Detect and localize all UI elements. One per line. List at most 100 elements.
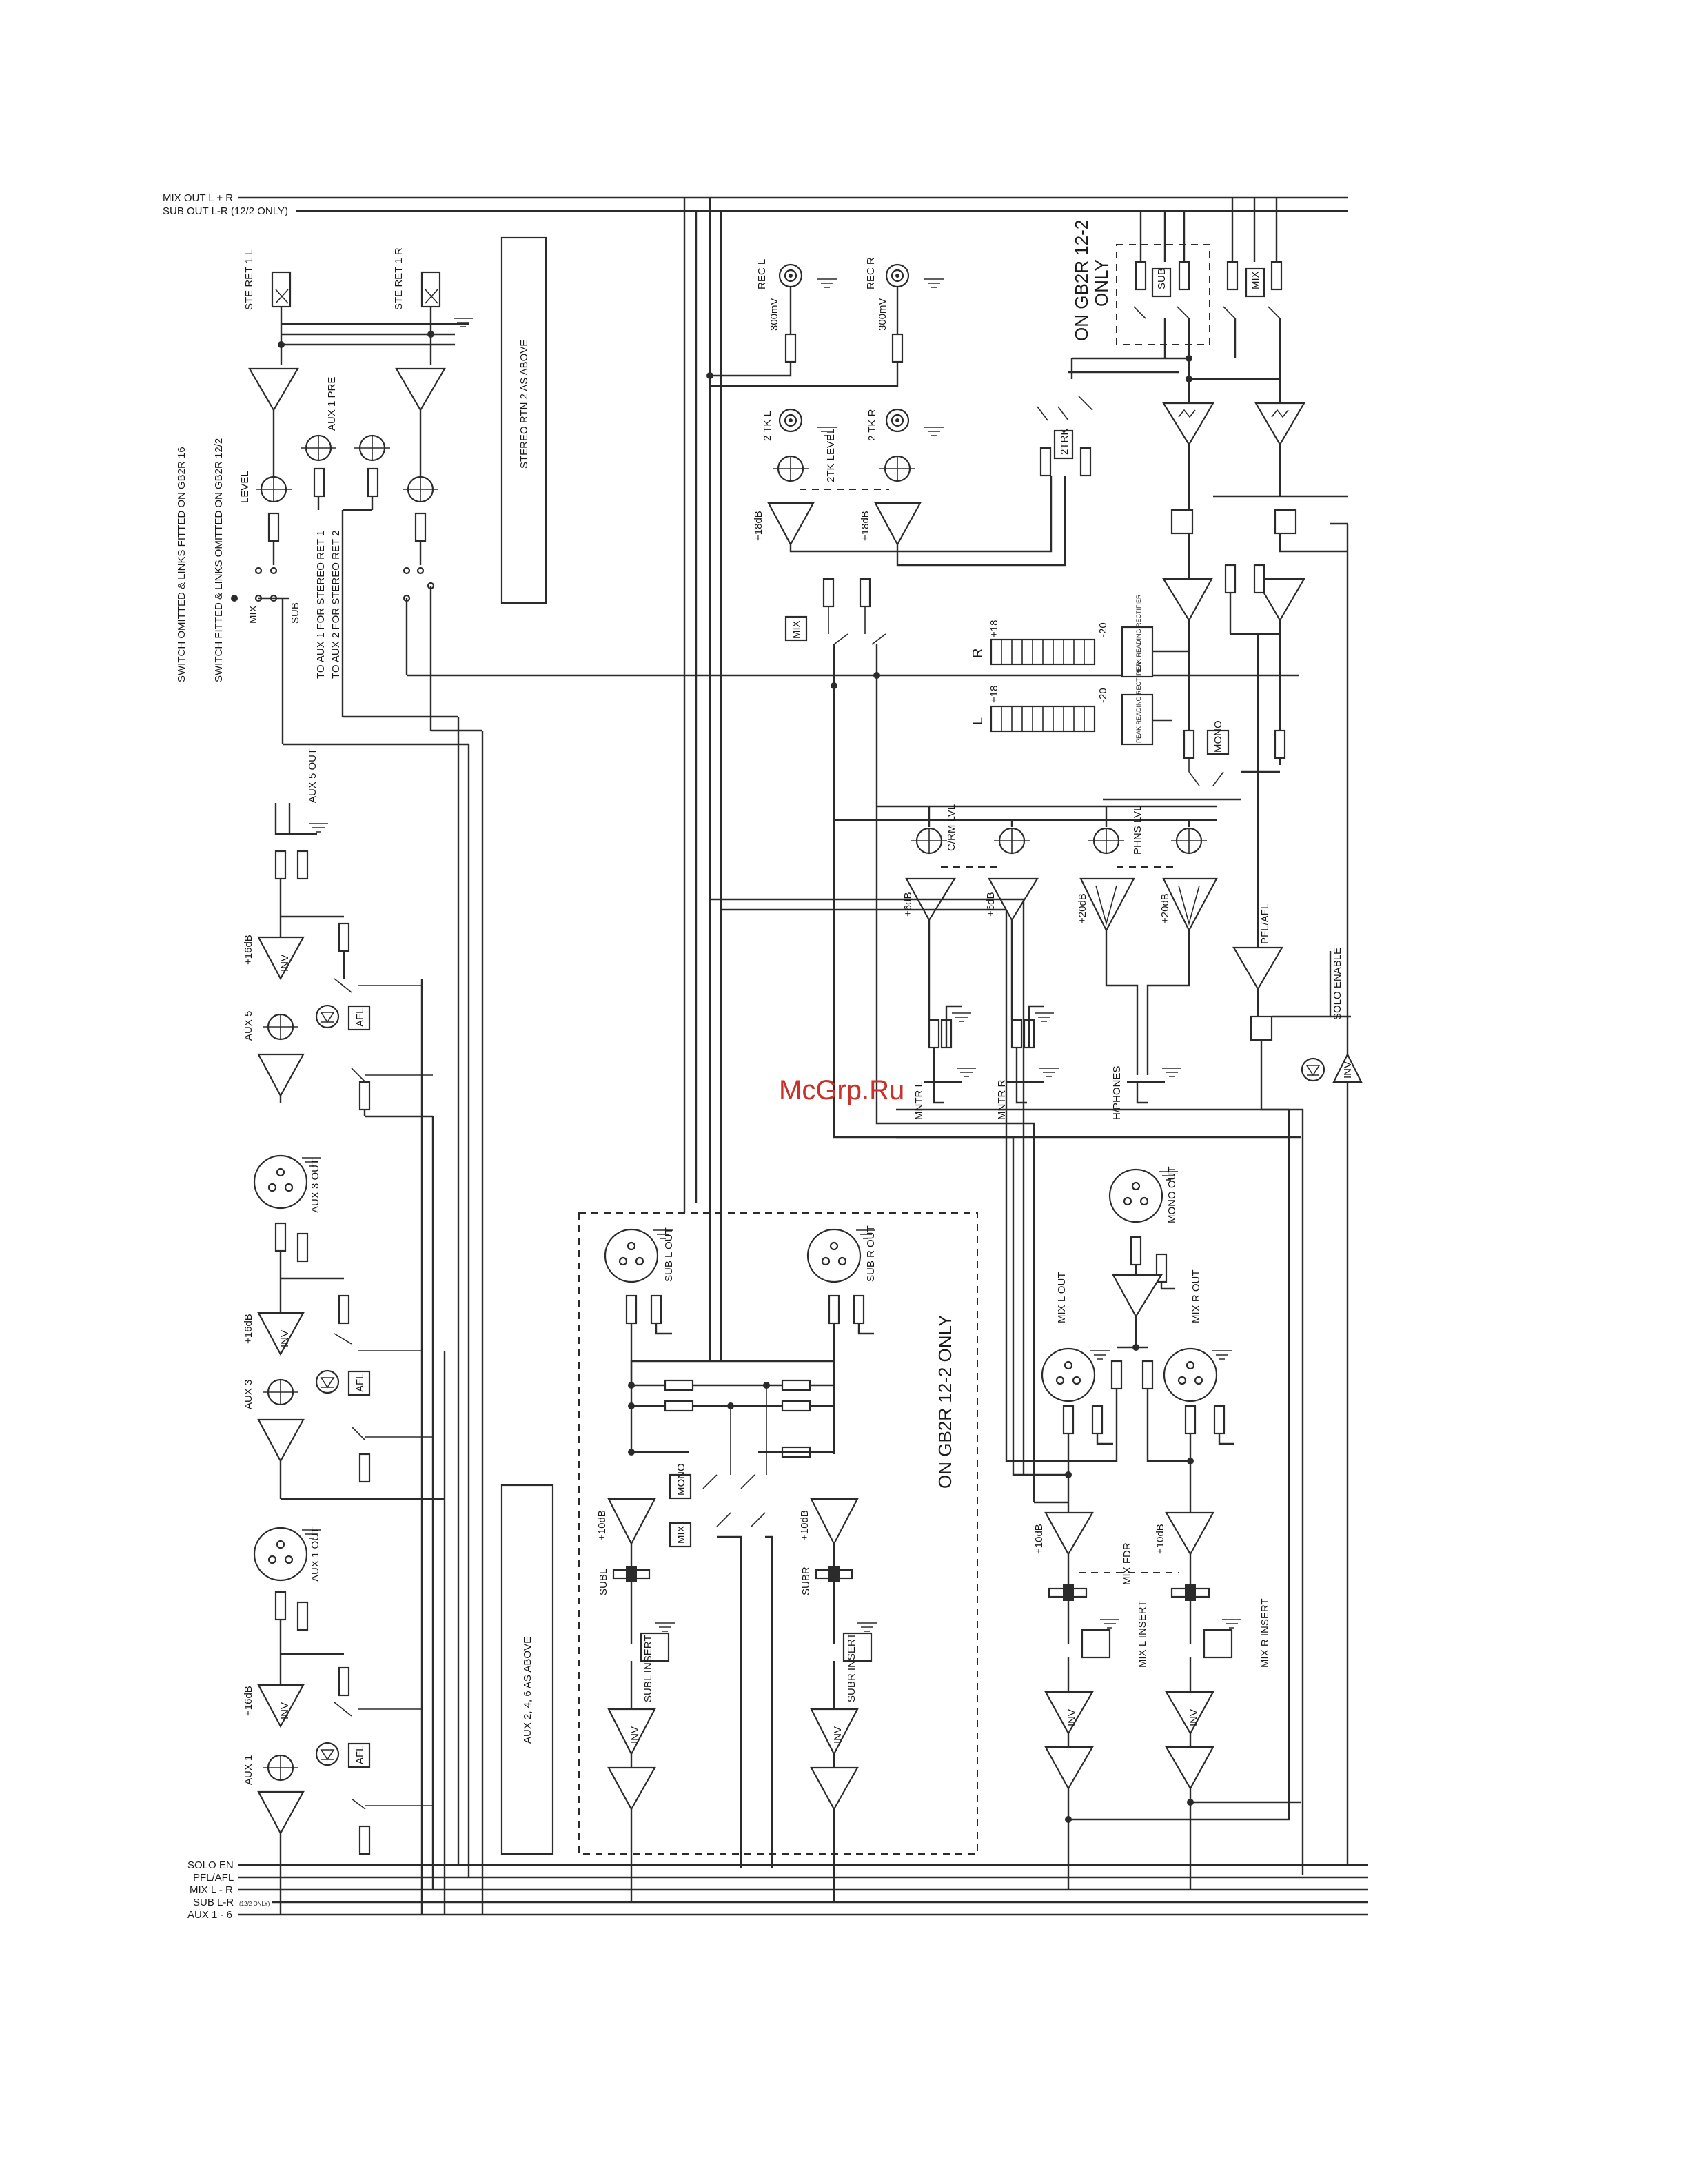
sub-mix-button[interactable]: [669, 1522, 692, 1548]
aux5-gain-label: +16dB: [243, 935, 254, 965]
mix-out-bus-label: MIX OUT L + R: [163, 192, 233, 204]
pfl-afl-amp: [1232, 946, 1283, 991]
crm-lvl-pot-r-icon[interactable]: [993, 827, 1031, 855]
top-right-labels: ON GB2R 12-2 ONLY SUB MIX: [1071, 220, 1261, 341]
subl-label: SUBL: [598, 1569, 609, 1595]
inv-amp-aux1: [257, 1684, 305, 1728]
ground-icon: [308, 823, 329, 833]
meter-l-top-label: +18: [988, 686, 1000, 703]
ground-icon: [453, 318, 474, 327]
monitor-section: [710, 522, 1363, 1875]
sub-lr-bus-label: SUB L-R: [193, 1897, 234, 1908]
subl-inv-label: INV: [629, 1726, 641, 1744]
sub-switch-label: SUB: [1156, 268, 1168, 289]
inv-amp-aux5: [257, 936, 305, 981]
mix-r-out-label: MIX R OUT: [1190, 1270, 1202, 1324]
mix-r-insert-label: MIX R INSERT: [1259, 1598, 1271, 1668]
mono-out-label: MONO OUT: [1166, 1167, 1178, 1224]
sub-l-gain-label: +10dB: [596, 1510, 608, 1540]
subr-insert-label: SUBR INSERT: [846, 1633, 857, 1702]
stereo-return-labels: STE RET 1 L STE RET 1 R AUX 1 PRE LEVEL …: [176, 247, 530, 682]
2trk-label: 2TRK: [1059, 429, 1070, 455]
mntr-r-label: MNTR R: [996, 1080, 1008, 1120]
subr-inv-amp: [810, 1708, 859, 1756]
sub-mono-button[interactable]: [669, 1473, 692, 1500]
aux3-gain-label: +16dB: [243, 1314, 254, 1344]
mono-button[interactable]: [1206, 729, 1230, 755]
mix-r-amp: [1165, 1511, 1214, 1556]
sub-button[interactable]: [1151, 267, 1172, 298]
phones-amp-r: [1162, 877, 1218, 932]
2tk-level-pot-icon[interactable]: [771, 455, 810, 482]
solo-led-icon: [1301, 1057, 1325, 1082]
sub-mono-label: MONO: [675, 1463, 687, 1496]
mix-section: [1005, 910, 1301, 1890]
ground-icon: [857, 1622, 877, 1632]
meter-r-bottom-label: -20: [1097, 622, 1109, 637]
aux3-inv-label: INV: [279, 1330, 291, 1347]
2trk-button[interactable]: [1053, 429, 1074, 460]
hphones-label: H/PHONES: [1111, 1066, 1123, 1120]
phns-lvl-pot-r-icon[interactable]: [1170, 827, 1208, 855]
aux3-out-xlr-icon: [253, 1154, 308, 1210]
aux1-pre-pot-icon[interactable]: [299, 434, 338, 462]
mntr-l-label: MNTR L: [913, 1081, 925, 1120]
rec-r-label: REC R: [865, 257, 877, 289]
pfl-afl-label: PFL/AFL: [1259, 904, 1271, 944]
rec-l-label: REC L: [756, 259, 768, 289]
aux3-pot-icon[interactable]: [261, 1378, 300, 1406]
aux3-label: AUX 3: [243, 1380, 254, 1409]
sub-lr-note-label: (12/2 ONLY): [239, 1901, 270, 1907]
buffer-amp-r: [395, 367, 446, 412]
2tk-level-pot-r-icon[interactable]: [878, 455, 917, 482]
sub-mix-label: MIX: [675, 1525, 687, 1544]
afl-button-aux3[interactable]: [347, 1370, 371, 1396]
ste-ret1-r-label: STE RET 1 R: [393, 247, 405, 310]
ground-icon: [1090, 1350, 1110, 1360]
ground-icon: [1221, 1619, 1242, 1629]
level-pot-icon[interactable]: [254, 476, 293, 503]
phns-lvl-pot-icon[interactable]: [1087, 827, 1126, 855]
gb2r-only-title-2: ONLY: [1091, 259, 1112, 307]
meter-section: [990, 564, 1305, 801]
aux1-afl-label: AFL: [354, 1745, 366, 1764]
level-pot-r-icon[interactable]: [401, 476, 440, 503]
sub-out-bus-label: SUB OUT L-R (12/2 ONLY): [163, 205, 288, 217]
solo-relay: [1250, 1015, 1273, 1041]
solo-enable-label: SOLO ENABLE: [1332, 948, 1343, 1020]
rec-mix-button[interactable]: [784, 615, 808, 642]
mix-button-top[interactable]: [1245, 267, 1265, 298]
inv-amp-aux3: [257, 1312, 305, 1356]
switch-omitted-note: SWITCH OMITTED & LINKS FITTED ON GB2R 16: [176, 447, 187, 682]
crm-lvl-pot-icon[interactable]: [910, 827, 948, 855]
mix-l-inv-label: INV: [1066, 1709, 1078, 1726]
aux-bus-label: AUX 1 - 6: [187, 1909, 232, 1921]
2tk-amp-r: [874, 502, 922, 547]
aux3-channel: [253, 1154, 445, 1500]
subl-insert-jack: [640, 1632, 670, 1662]
mix-lr-bus-label: MIX L - R: [190, 1884, 233, 1896]
meter-r-label: R: [970, 649, 986, 658]
afl-button-aux1[interactable]: [347, 1742, 371, 1768]
sub-r-amp: [810, 1498, 859, 1546]
aux1-gain-label: +16dB: [243, 1686, 254, 1716]
mix-r-inv-amp: [1165, 1691, 1214, 1735]
ground-icon: [1099, 1619, 1120, 1629]
ground-icon: [951, 1012, 972, 1022]
afl-button-aux5[interactable]: [347, 1005, 371, 1031]
aux5-out-label: AUX 5 OUT: [307, 748, 318, 803]
solo-en-bus-label: SOLO EN: [187, 1859, 234, 1871]
aux1-inv-label: INV: [279, 1702, 291, 1719]
aux3-labels: AUX 3 OUT +16dB INV AUX 3 AFL: [243, 1159, 366, 1409]
mix-l-out-xlr-icon: [1041, 1347, 1096, 1402]
aux1-pre-pot-r-icon[interactable]: [353, 434, 392, 462]
top-right-switch-section: [1070, 198, 1348, 579]
aux5-label: AUX 5: [243, 1011, 254, 1041]
aux1-pot-icon[interactable]: [261, 1754, 300, 1782]
afl-led-icon: [315, 1369, 340, 1394]
aux5-pot-icon[interactable]: [261, 1013, 300, 1041]
meter-l: [990, 693, 1154, 746]
rec-l-jack-icon: [778, 263, 803, 288]
stereo-rtn2-box: [500, 236, 547, 604]
